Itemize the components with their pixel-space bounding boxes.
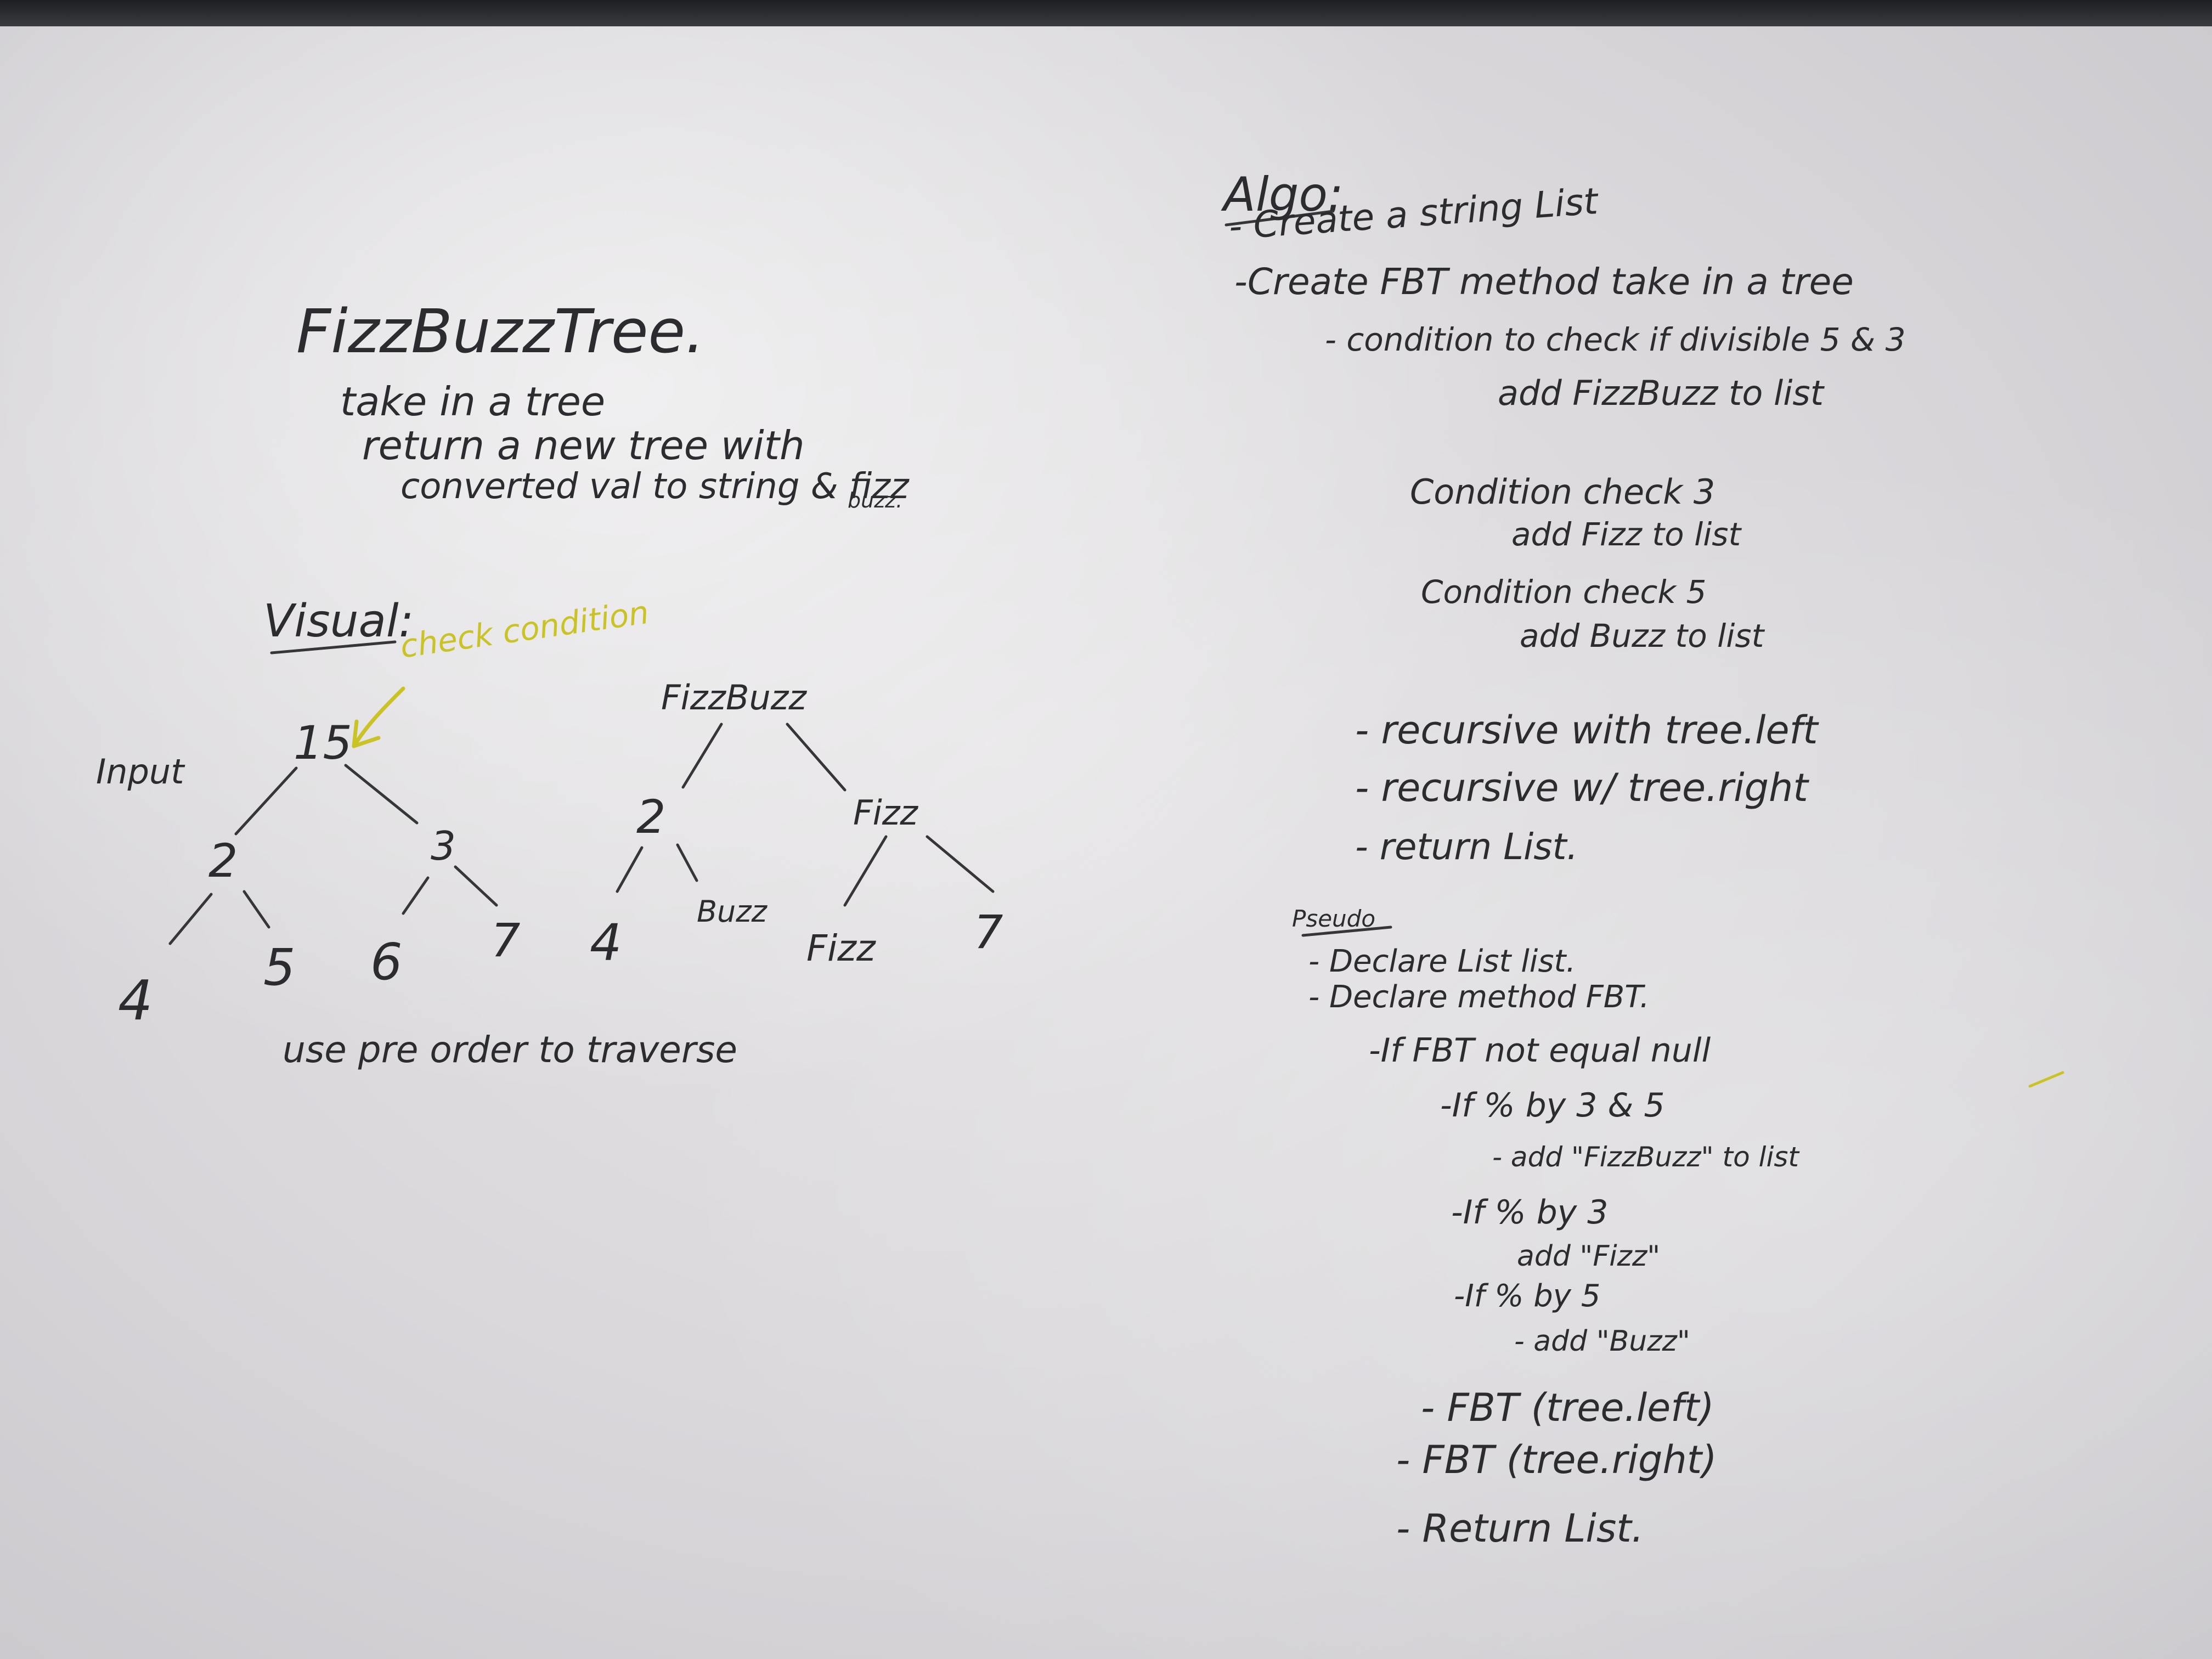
output-node-left: 2 bbox=[636, 790, 666, 844]
pseudo-line-5: - add "FizzBuzz" to list bbox=[1492, 1141, 1799, 1173]
desc-line-3: converted val to string & fizz bbox=[400, 466, 909, 507]
traverse-note: use pre order to traverse bbox=[283, 1029, 738, 1071]
pseudo-line-7: add "Fizz" bbox=[1517, 1240, 1661, 1273]
input-node-right: 3 bbox=[431, 823, 456, 869]
pseudo-line-10: - FBT (tree.left) bbox=[1421, 1385, 1714, 1430]
output-node-rl: Fizz bbox=[806, 927, 876, 969]
desc-line-1: take in a tree bbox=[340, 379, 606, 425]
algo-line-10: - recursive w/ tree.right bbox=[1355, 765, 1808, 810]
pseudo-line-2: - Declare method FBT. bbox=[1308, 979, 1650, 1015]
whiteboard-surface bbox=[0, 26, 2212, 1659]
pseudo-line-1: - Declare List list. bbox=[1308, 944, 1576, 979]
input-node-ll: 4 bbox=[118, 968, 153, 1032]
input-node-root: 15 bbox=[294, 716, 352, 770]
output-node-lr: Buzz bbox=[697, 894, 767, 929]
pseudo-line-11: - FBT (tree.right) bbox=[1396, 1437, 1717, 1482]
algo-label: Algo: bbox=[1223, 167, 1344, 222]
input-node-lr: 5 bbox=[263, 938, 296, 997]
algo-line-3: - condition to check if divisible 5 & 3 bbox=[1325, 321, 1906, 358]
desc-line-2: return a new tree with bbox=[362, 422, 805, 469]
algo-line-5: Condition check 3 bbox=[1410, 472, 1716, 512]
pseudo-label: Pseudo bbox=[1292, 905, 1376, 932]
pseudo-line-6: -If % by 3 bbox=[1451, 1193, 1609, 1232]
output-node-ll: 4 bbox=[590, 913, 622, 972]
algo-line-7: Condition check 5 bbox=[1421, 573, 1707, 611]
desc-line-4: buzz. bbox=[848, 488, 903, 512]
input-node-rr: 7 bbox=[491, 913, 521, 967]
algo-line-11: - return List. bbox=[1355, 826, 1578, 868]
algo-line-2: -Create FBT method take in a tree bbox=[1234, 261, 1854, 303]
algo-line-4: add FizzBuzz to list bbox=[1498, 373, 1824, 413]
visual-label: Visual: bbox=[263, 595, 414, 647]
pseudo-line-4: -If % by 3 & 5 bbox=[1440, 1086, 1665, 1125]
pseudo-line-9: - add "Buzz" bbox=[1514, 1325, 1690, 1358]
algo-line-8: add Buzz to list bbox=[1520, 617, 1764, 654]
algo-line-6: add Fizz to list bbox=[1511, 516, 1741, 553]
algo-line-9: - recursive with tree.left bbox=[1355, 708, 1818, 753]
title: FizzBuzzTree. bbox=[296, 296, 705, 366]
output-node-right: Fizz bbox=[853, 793, 918, 833]
pseudo-line-3: -If FBT not equal null bbox=[1369, 1031, 1711, 1070]
pseudo-line-8: -If % by 5 bbox=[1454, 1278, 1601, 1314]
pseudo-line-12: - Return List. bbox=[1396, 1506, 1644, 1551]
whiteboard-frame-top bbox=[0, 0, 2212, 26]
input-node-rl: 6 bbox=[370, 933, 403, 991]
output-node-root: FizzBuzz bbox=[661, 678, 806, 718]
input-label: Input bbox=[96, 752, 184, 792]
input-node-left: 2 bbox=[208, 834, 238, 888]
output-node-rr: 7 bbox=[974, 905, 1003, 959]
